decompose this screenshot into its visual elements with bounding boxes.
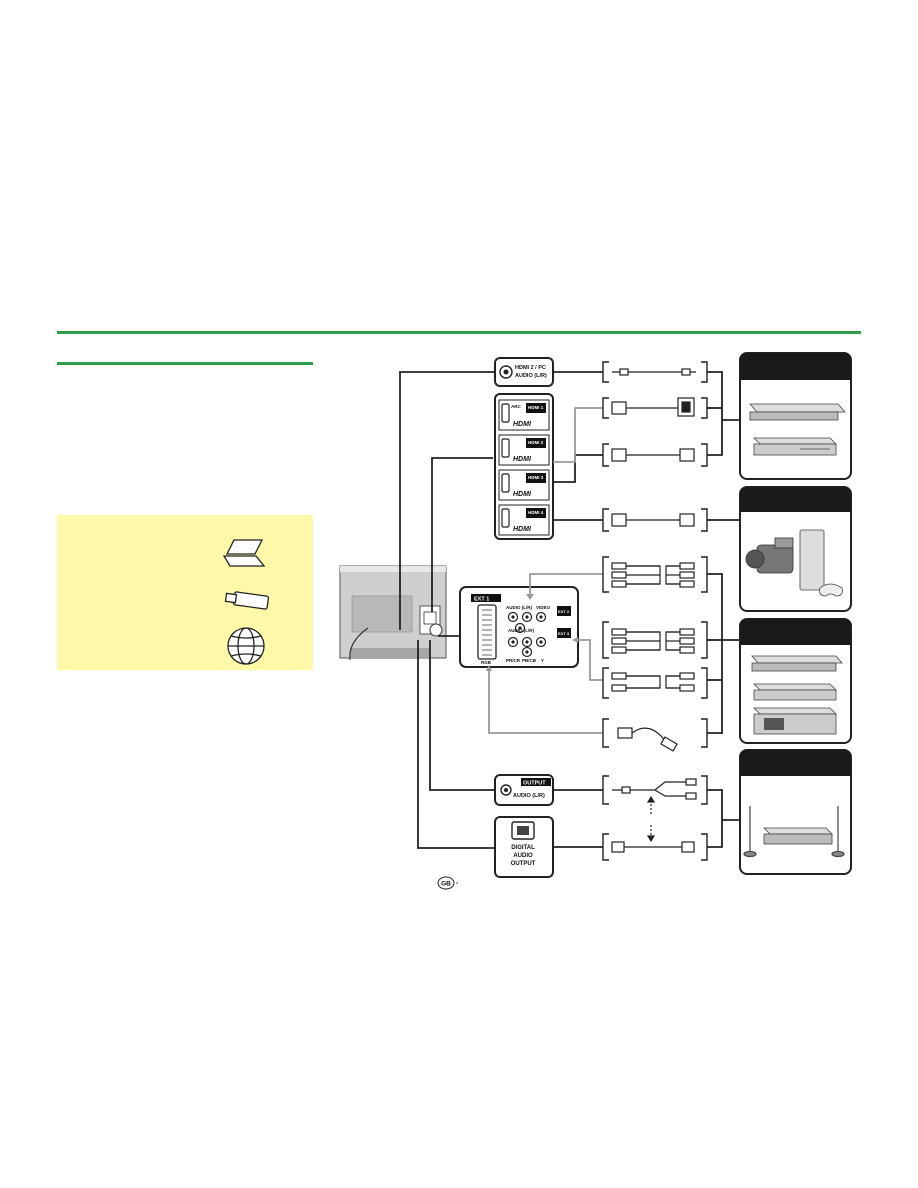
audio-output-port: OUTPUT AUDIO (L/R): [494, 774, 554, 806]
note-box: [57, 515, 313, 670]
bracket-right: [701, 621, 708, 659]
tv-cables: [399, 371, 495, 849]
ext2-video-label: VIDEO: [536, 605, 551, 610]
hdmi-logo: HDMI: [513, 421, 532, 428]
port-cables: [553, 371, 603, 848]
bracket-right: [701, 775, 708, 805]
rca-jack: [535, 611, 547, 623]
digital-label: DIGITAL: [511, 845, 535, 851]
output-word-label: OUTPUT: [511, 861, 536, 867]
bracket-left: [602, 718, 609, 748]
hdmi-logo: HDMI: [513, 491, 532, 498]
bracket-left: [602, 361, 609, 383]
audio-label: AUDIO: [513, 853, 533, 859]
rca-jack: [514, 622, 526, 634]
rca-jack: [535, 636, 547, 648]
hdmi-slot-4: HDMI 4 HDMI: [498, 504, 550, 536]
bracket-right: [701, 718, 708, 748]
region-badge: GB -: [437, 876, 459, 890]
device-links: [707, 371, 740, 848]
hdmi-slot-1: HDMI 1 HDMI ARC: [498, 399, 550, 431]
section-divider: [57, 362, 313, 365]
bracket-left: [602, 775, 609, 805]
hdmi-logo: HDMI: [513, 526, 532, 533]
bracket-left: [602, 667, 609, 699]
output-audio-label: AUDIO (L/R): [513, 793, 545, 799]
digital-audio-port: DIGITAL AUDIO OUTPUT: [494, 816, 554, 878]
device-panel-camera: [739, 486, 852, 612]
bd-player-icon: [751, 655, 843, 672]
ext1-label: EXT 1: [474, 597, 489, 603]
bracket-left: [602, 833, 609, 861]
ext-panel: EXT 1 RGB AUDIO (L/R) VIDEO EXT 2 EXT 3 …: [459, 586, 579, 668]
bracket-right: [701, 361, 708, 383]
arc-label: ARC: [511, 404, 521, 409]
hdmi-slot-label: HDMI 3: [528, 475, 544, 480]
dvd-player-icon: [753, 437, 837, 456]
game-console-icon: [799, 529, 843, 597]
hdmi-slot-3: HDMI 3 HDMI: [498, 469, 550, 501]
rca-jack: [521, 646, 533, 658]
rca-jack: [507, 611, 519, 623]
output-label: OUTPUT: [523, 781, 546, 787]
tv-back: [339, 565, 447, 661]
device-panel-players: [739, 352, 852, 480]
ext3-label: EXT 3: [558, 631, 570, 636]
scart-cable: [617, 727, 678, 752]
device-panel-recorders: [739, 618, 852, 744]
bracket-left: [602, 397, 609, 419]
bracket-left: [602, 443, 609, 467]
pr-cr-label: PR/CR: [506, 658, 521, 663]
bracket-right: [701, 833, 708, 861]
bracket-right: [701, 397, 708, 419]
bracket-left: [602, 556, 609, 593]
device-panel-audio: [739, 749, 852, 875]
bracket-left: [602, 621, 609, 659]
globe-icon: [227, 627, 265, 665]
hdmi2-pc-audio-port: HDMI 2 / PC AUDIO (L/R): [494, 357, 554, 387]
audio-out-cables: [611, 778, 697, 853]
rca-jack: [521, 611, 533, 623]
hdmi-slot-label: HDMI 1: [528, 405, 544, 410]
region-badge-text: GB: [441, 881, 451, 888]
hdmi2-pc-label: HDMI 2 / PC: [515, 365, 546, 371]
rca-jack: [521, 636, 533, 648]
camcorder-icon: [745, 537, 794, 574]
speaker-icon: [743, 806, 845, 858]
bd-player-icon: [749, 403, 846, 421]
dvd-player-icon: [753, 683, 837, 701]
hdmi-slot-2: HDMI 2 HDMI: [498, 434, 550, 466]
page-dash: -: [456, 880, 459, 887]
ext2-label: EXT 2: [558, 609, 570, 614]
y-label: Y: [541, 658, 544, 663]
pb-cb-label: PB/CB: [522, 658, 537, 663]
bracket-right: [701, 443, 708, 467]
rgb-label: RGB: [481, 660, 492, 665]
ext2-audio-label: AUDIO (L/R): [506, 605, 532, 610]
usb-stick-icon: [224, 591, 270, 610]
av-receiver-icon: [763, 827, 833, 845]
hdmi-logo: HDMI: [513, 456, 532, 463]
ext3-audio-label: AUDIO (L/R): [508, 628, 534, 633]
bracket-right: [701, 556, 708, 593]
hdmi-slot-label: HDMI 2: [528, 440, 544, 445]
vcr-icon: [753, 707, 837, 735]
bracket-left: [602, 508, 609, 532]
grey-cables: [488, 407, 603, 734]
hdmi-slot-label: HDMI 4: [528, 510, 544, 515]
arrows: [486, 594, 578, 671]
laptop-icon: [222, 539, 266, 567]
cable-drawings: [611, 368, 696, 527]
rca-cables: [611, 562, 695, 692]
top-divider: [57, 331, 861, 334]
bracket-right: [701, 667, 708, 699]
bracket-right: [701, 508, 708, 532]
pc-audio-label: AUDIO (L/R): [515, 373, 547, 379]
rca-jack: [507, 636, 519, 648]
